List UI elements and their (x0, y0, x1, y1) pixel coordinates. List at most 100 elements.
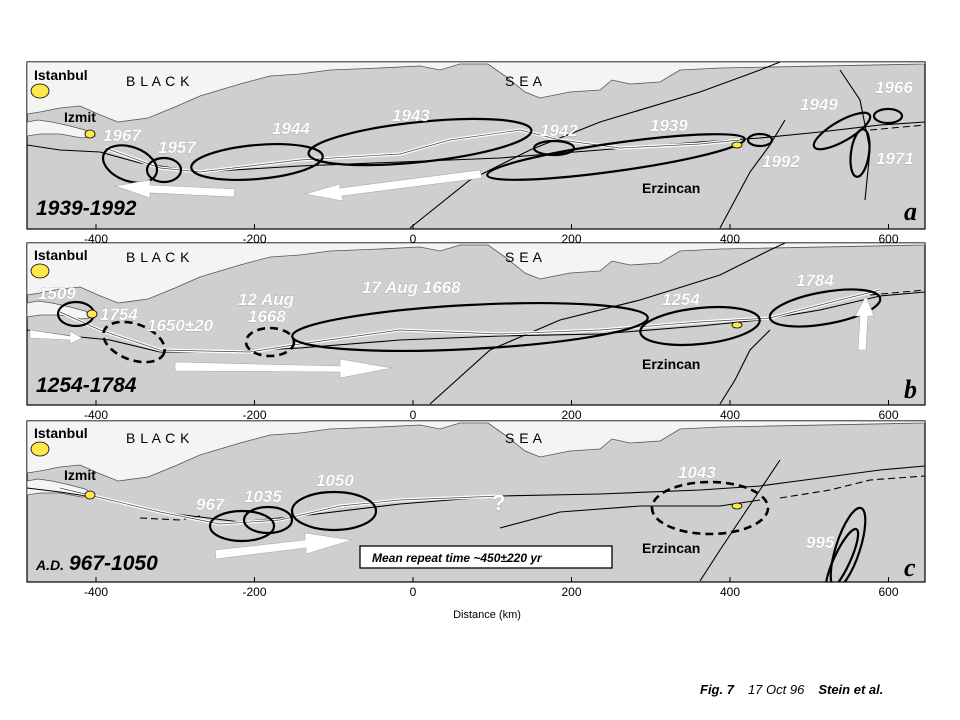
rupture-ellipse (101, 144, 159, 184)
label-black: B L A C K (126, 249, 190, 265)
axis-tick-label: 600 (878, 408, 898, 422)
slip-arrow-east (29, 329, 83, 345)
event-1754: 1754 (100, 305, 138, 324)
rupture-ellipse (812, 111, 872, 151)
label-black: B L A C K (126, 73, 190, 89)
label-black: B L A C K (126, 430, 190, 446)
izmit-marker (84, 490, 96, 500)
date-range-a: 1939-1992 (36, 197, 137, 220)
slip-arrow-west (304, 169, 483, 202)
label-izmit: Izmit (64, 467, 96, 483)
axis-tick-label: 200 (561, 585, 581, 599)
axis-tick-label: -400 (84, 232, 108, 246)
event-1942: 1942 (540, 121, 578, 140)
event-1509: 1509 (38, 284, 76, 303)
rupture-ellipse (190, 143, 324, 181)
rupture-ellipse (746, 132, 774, 148)
event-1992: 1992 (762, 152, 800, 171)
panel-a: Istanbul Izmit Erzincan B L A C K S E A … (26, 61, 926, 230)
figure-caption: Fig. 7 17 Oct 96 Stein et al. (700, 682, 883, 697)
erzincan-marker (731, 502, 743, 510)
slip-arrow-east (214, 532, 353, 560)
panel-b: Istanbul Erzincan B L A C K S E A 1509 1… (26, 242, 926, 406)
istanbul-marker (30, 441, 50, 457)
axis-tick-label: 0 (410, 408, 417, 422)
axis-tick-label: 600 (878, 232, 898, 246)
rupture-ellipse (486, 133, 746, 181)
event-17-aug-1668: 17 Aug 1668 (362, 278, 461, 297)
axis-tick-label: 600 (878, 585, 898, 599)
event-1668: 1668 (248, 307, 286, 326)
rupture-ellipse (145, 156, 183, 184)
label-erzincan: Erzincan (642, 356, 700, 372)
event-967: 967 (196, 495, 226, 514)
istanbul-marker (30, 263, 50, 279)
panel-letter-a: a (904, 197, 917, 226)
event-1957: 1957 (158, 138, 197, 157)
axis-tick-label: -400 (84, 585, 108, 599)
slip-arrow-east (174, 358, 393, 379)
axis-tick-label: -200 (242, 408, 266, 422)
caption-authors: Stein et al. (818, 682, 883, 697)
rupture-ellipse (639, 305, 761, 347)
axis-tick-label: -200 (242, 232, 266, 246)
rupture-ellipse (829, 506, 867, 582)
rupture-ellipse (532, 139, 576, 157)
rupture-ellipse (872, 107, 904, 125)
label-sea: S E A (505, 430, 543, 446)
erzincan-marker (731, 321, 743, 329)
izmit-marker (86, 309, 98, 319)
event-1966: 1966 (875, 78, 913, 97)
event-1943: 1943 (392, 106, 430, 125)
axis-tick-label: -400 (84, 408, 108, 422)
erzincan-marker (731, 141, 743, 149)
label-sea: S E A (505, 73, 543, 89)
label-istanbul: Istanbul (34, 425, 88, 441)
event-1043: 1043 (678, 463, 716, 482)
caption-date: 17 Oct 96 (748, 682, 805, 697)
event-1254: 1254 (662, 290, 700, 309)
panel-letter-b: b (904, 375, 917, 404)
axis-tick-label: 0 (410, 232, 417, 246)
izmit-marker (84, 129, 96, 139)
label-erzincan: Erzincan (642, 540, 700, 556)
rupture-ellipse-dashed (102, 320, 166, 364)
legend-box (359, 545, 613, 569)
rupture-ellipse (824, 527, 860, 582)
date-range-c-prefix: A.D. (35, 557, 64, 573)
caption-fig: Fig. 7 (700, 682, 735, 697)
axis-tick-label: 400 (720, 585, 740, 599)
rupture-ellipse (307, 117, 533, 167)
rupture-ellipse (208, 509, 276, 543)
event-1939: 1939 (650, 116, 688, 135)
unknown-rupture-mark: ? (492, 490, 505, 515)
axis-tick-label: -200 (242, 585, 266, 599)
istanbul-marker (30, 83, 50, 99)
label-sea: S E A (505, 249, 543, 265)
event-1650: 1650±20 (147, 316, 214, 335)
date-range-b: 1254-1784 (36, 374, 137, 397)
rupture-ellipse (290, 490, 378, 532)
rupture-ellipse-dashed (650, 480, 770, 536)
label-izmit: Izmit (64, 109, 96, 125)
rupture-ellipse-dashed (244, 326, 296, 358)
label-istanbul: Istanbul (34, 247, 88, 263)
event-12-aug: 12 Aug (238, 290, 295, 309)
label-istanbul: Istanbul (34, 67, 88, 83)
event-1944: 1944 (272, 119, 310, 138)
rupture-ellipse (291, 302, 649, 352)
rupture-ellipse (849, 128, 871, 178)
panel-letter-c: c (904, 553, 916, 582)
rupture-ellipse (768, 288, 882, 328)
label-erzincan: Erzincan (642, 180, 700, 196)
legend-text: Mean repeat time ~450±220 yr (372, 551, 543, 565)
event-1971: 1971 (876, 149, 914, 168)
axis-tick-label: 0 (410, 585, 417, 599)
x-axis-label: Distance (km) (453, 609, 521, 621)
axis-tick-label: 200 (561, 232, 581, 246)
rupture-ellipse (242, 505, 294, 535)
date-range-c: A.D.967-1050 (35, 552, 158, 575)
event-1967: 1967 (103, 126, 142, 145)
event-995: 995 (806, 533, 835, 552)
